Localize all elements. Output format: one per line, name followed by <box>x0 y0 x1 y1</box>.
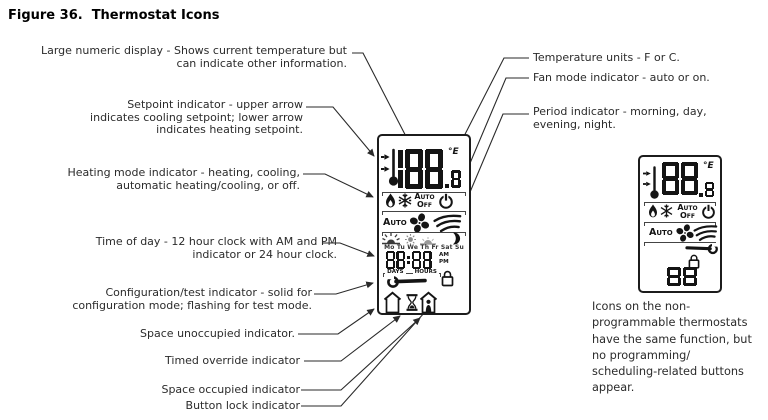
snowflake-icon <box>398 193 412 208</box>
day-of-week-display: Mo Tu We Th Fr Sat Su <box>384 244 464 251</box>
figure-title: Figure 36. Thermostat Icons <box>8 8 219 23</box>
flame-icon <box>649 204 657 218</box>
sunrise-icon <box>382 233 400 245</box>
callout-large-numeric-display: Large numeric display - Shows current te… <box>40 44 347 70</box>
airflow-icon <box>433 214 462 233</box>
callout-temperature-units: Temperature units - F or C. <box>533 51 680 64</box>
fan-blades-icon <box>676 224 694 242</box>
callout-period-indicator: Period indicator - morning, day, evening… <box>533 105 707 131</box>
flame-icon <box>386 193 395 208</box>
hours-label: HOURS <box>412 269 439 275</box>
house-empty-icon <box>383 291 402 314</box>
sunset-icon <box>420 237 436 245</box>
power-icon <box>439 193 453 209</box>
temperature-unit-display: °E <box>703 161 714 171</box>
decimal-digit-display <box>705 182 714 197</box>
mode-off-label: Off <box>680 210 695 220</box>
figure-name: Thermostat Icons <box>91 8 220 23</box>
thermostat-display-nonprogrammable: °E Auto Off Auto <box>638 155 722 293</box>
callout-space-unoccupied: Space unoccupied indicator. <box>140 327 295 340</box>
callout-time-of-day: Time of day - 12 hour clock with AM and … <box>95 235 337 261</box>
large-numeric-display <box>661 162 699 195</box>
callout-timed-override: Timed override indicator <box>165 354 300 367</box>
callout-heating-mode-indicator: Heating mode indicator - heating, coolin… <box>67 166 300 192</box>
wrench-icon <box>387 275 427 288</box>
am-label: AM <box>439 252 449 258</box>
mode-auto-off-text: Auto Off <box>413 193 436 209</box>
fan-auto-label: Auto <box>649 227 673 238</box>
separator <box>383 273 441 277</box>
separator <box>644 202 716 206</box>
callout-space-occupied: Space occupied indicator <box>161 383 300 396</box>
separator <box>382 211 466 215</box>
days-label: DAYS <box>385 269 406 275</box>
time-of-day-display <box>385 251 432 269</box>
bottom-numeric-display <box>666 267 698 286</box>
pm-label: PM <box>439 258 449 265</box>
thermostat-display-main: °E Auto Off Auto <box>377 134 471 315</box>
mode-auto-label: Auto <box>677 203 698 212</box>
callout-fan-mode: Fan mode indicator - auto or on. <box>533 71 710 84</box>
mode-auto-off-text: Auto Off <box>676 204 699 220</box>
moon-icon <box>453 232 461 245</box>
separator <box>382 192 466 196</box>
snowflake-icon <box>660 204 673 218</box>
decimal-digit-display <box>451 170 461 188</box>
figure-number: Figure 36. <box>8 8 83 23</box>
callout-setpoint-indicator: Setpoint indicator - upper arrow indicat… <box>90 98 303 137</box>
power-icon <box>702 204 715 219</box>
temperature-unit-display: °E <box>448 147 459 157</box>
callout-button-lock: Button lock indicator <box>185 399 300 412</box>
thermometer-setpoint-icon <box>381 148 399 186</box>
decimal-point <box>699 193 703 197</box>
fan-blades-icon <box>409 213 430 233</box>
fan-auto-label: Auto <box>383 217 407 228</box>
decimal-point <box>445 184 449 188</box>
note-nonprogrammable: Icons on the non- programmable thermosta… <box>592 300 752 395</box>
sun-icon <box>405 234 416 245</box>
airflow-icon <box>693 225 718 242</box>
large-numeric-display <box>394 149 444 189</box>
mode-auto-label: Auto <box>414 192 435 201</box>
hourglass-icon <box>406 294 418 311</box>
time-axis-labels: DAYS HOURS <box>383 269 441 275</box>
separator <box>382 232 466 236</box>
mode-off-label: Off <box>417 199 432 209</box>
house-occupied-icon <box>419 291 438 314</box>
callout-configuration-test: Configuration/test indicator - solid for… <box>72 286 312 312</box>
separator <box>644 222 716 226</box>
lock-icon <box>441 270 454 287</box>
thermometer-setpoint-icon <box>643 166 659 199</box>
wrench-icon <box>685 243 718 255</box>
am-pm-indicator: AM PM <box>439 252 449 266</box>
